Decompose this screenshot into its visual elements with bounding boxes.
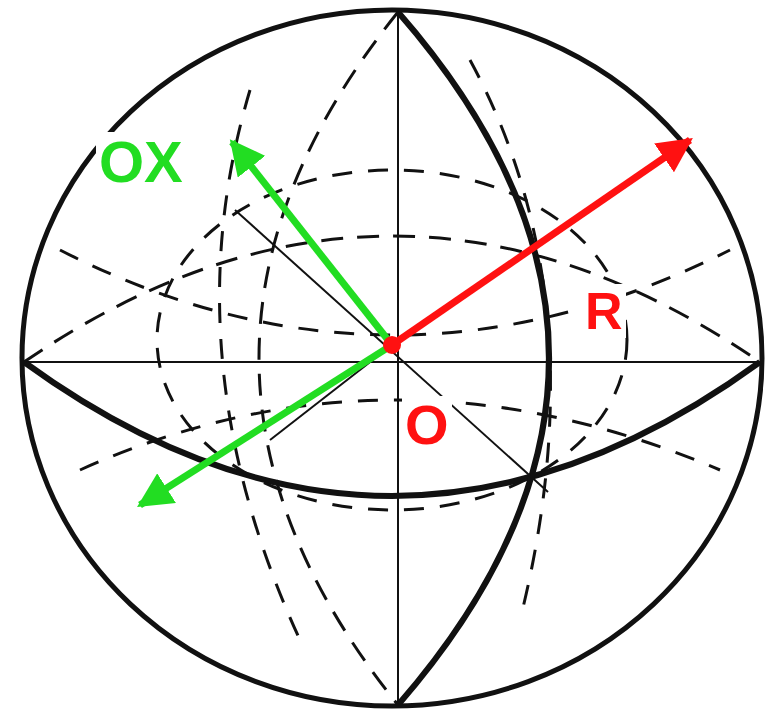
horizontal-axis [24,361,760,363]
centre-dot [383,336,401,354]
equator-front [24,362,760,496]
radius-arrow [392,140,690,345]
radius-label: R [582,284,626,338]
diagonal-line [235,210,548,492]
meridian-front [398,12,549,705]
axis-arrow [140,345,392,505]
inner-parallel [157,170,627,510]
inner-parallel [80,400,720,470]
axis-arrow [232,142,392,345]
centre-label: O [402,396,452,454]
axis-label: OX [96,132,186,192]
inner-parallel [60,250,730,335]
sphere-outline [22,10,762,706]
inner-meridian [470,60,550,620]
equator-back [24,236,760,362]
